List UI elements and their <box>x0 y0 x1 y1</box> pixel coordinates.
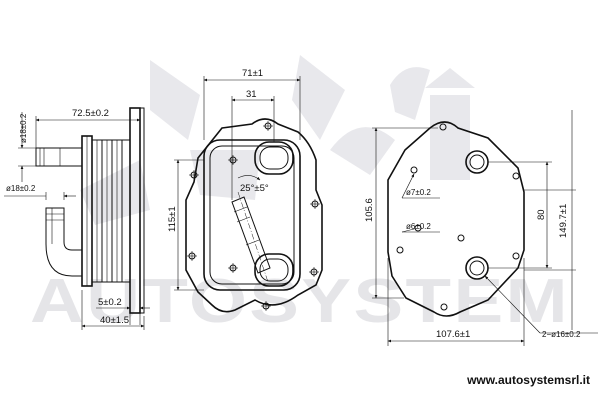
front-angled-pipe <box>231 191 271 283</box>
rear-width-label: 107.6±1 <box>436 329 470 340</box>
front-height-label: 115±1 <box>167 206 178 232</box>
side-body-label: 40±1.5 <box>100 315 129 326</box>
front-dim-port-offset: 31 <box>231 89 275 200</box>
rear-view: ø7±0.2 ø6±0.2 105.6 80 149.7±1 <box>364 110 598 346</box>
side-body <box>81 107 145 314</box>
rear-port-spacing-label: 80 <box>536 209 547 220</box>
side-outlet-pipe <box>45 207 82 277</box>
front-view: 71±1 31 25°±5° 115±1 <box>167 68 323 313</box>
rear-dim-total-height: 149.7±1 <box>524 110 576 330</box>
side-dim-outlet-dia: ø18±0.2 <box>4 184 76 200</box>
front-port-offset-label: 31 <box>246 89 257 100</box>
front-dim-width: 71±1 <box>203 68 301 140</box>
side-flange-label: 5±0.2 <box>98 297 122 308</box>
rear-hole-b-label: ø6±0.2 <box>406 222 431 231</box>
rear-dim-hole-a: ø7±0.2 <box>401 173 440 199</box>
front-bolt-holes <box>187 121 320 311</box>
rear-hole-a-label: ø7±0.2 <box>406 188 431 197</box>
front-dim-height: 115±1 <box>167 159 204 291</box>
rear-dim-hole-b: ø6±0.2 <box>401 222 440 233</box>
side-inlet-dia-label: ø18±0.2 <box>19 113 28 143</box>
side-view: ø18±0.2 72.5±0.2 ø18±0.2 5±0.2 <box>4 107 150 330</box>
front-dim-angle: 25°±5° <box>237 175 269 194</box>
rear-flange-outline <box>387 121 525 317</box>
side-dim-body: 40±1.5 <box>81 290 145 330</box>
front-flange-outline <box>185 118 323 313</box>
side-outlet-dia-label: ø18±0.2 <box>6 184 36 193</box>
side-dim-pipe-length: 72.5±0.2 <box>35 108 141 148</box>
rear-bolt-holes <box>396 123 520 311</box>
front-inner-body <box>203 139 301 291</box>
front-width-label: 71±1 <box>242 68 263 79</box>
front-port-bottom <box>254 253 294 287</box>
side-dim-inlet-dia: ø18±0.2 <box>18 112 36 182</box>
side-dim-flange: 5±0.2 <box>96 297 150 325</box>
rear-ports-label: 2−ø16±0.2 <box>542 330 581 339</box>
front-angle-label: 25°±5° <box>240 183 269 194</box>
rear-dim-width: 107.6±1 <box>387 258 525 346</box>
side-pipe-length-label: 72.5±0.2 <box>72 108 109 119</box>
rear-dim-port-spacing: 80 <box>488 161 552 269</box>
side-inlet-pipe <box>35 147 83 167</box>
footer-url[interactable]: www.autosystemsrl.it <box>466 373 590 387</box>
rear-height-label: 105.6 <box>364 198 375 222</box>
rear-dim-ports: 2−ø16±0.2 <box>484 275 598 339</box>
watermark-emblem-icon <box>80 55 475 225</box>
rear-total-height-label: 149.7±1 <box>558 204 569 238</box>
